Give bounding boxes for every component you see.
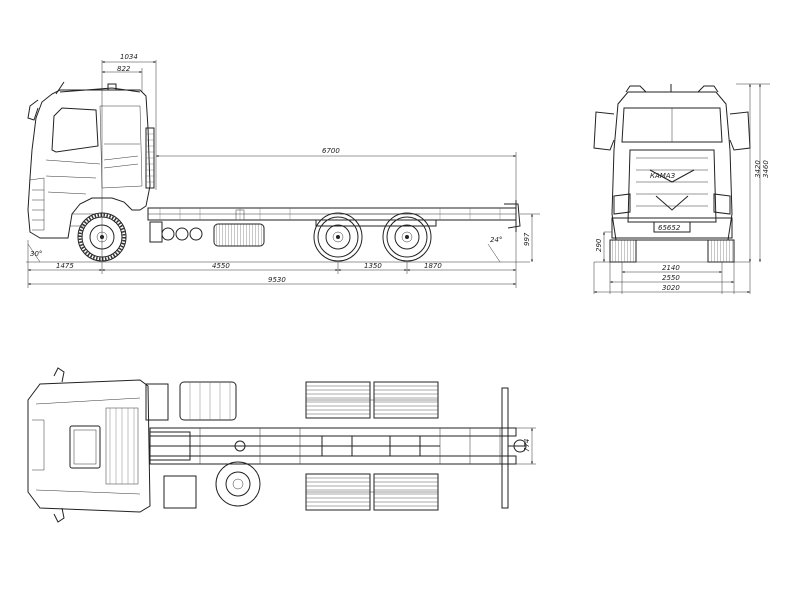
dim-6700: 6700 [322, 147, 340, 155]
dim-822: 822 [117, 65, 131, 73]
rear-tyres-top [305, 381, 439, 511]
dim-3020: 3020 [662, 284, 680, 292]
cab-top [27, 367, 151, 523]
dim-approach-angle: 30° [30, 250, 42, 258]
dim-997: 997 [523, 232, 531, 246]
dim-1475: 1475 [56, 262, 74, 270]
dim-774: 774 [523, 439, 531, 452]
dim-1350: 1350 [364, 262, 382, 270]
frame-top [145, 381, 527, 509]
dim-4550: 4550 [212, 262, 230, 270]
rear-wheel-2-side [382, 212, 432, 262]
dim-290: 290 [595, 238, 603, 252]
rear-wheel-1-side [313, 212, 363, 262]
cab-side [27, 81, 155, 239]
side-dimensions: 1034 822 6700 997 30° 24° [27, 53, 540, 288]
top-dimensions: 774 [516, 427, 536, 465]
dim-9530: 9530 [268, 276, 286, 284]
dim-2140: 2140 [662, 264, 680, 272]
dim-departure-angle: 24° [490, 236, 502, 244]
dim-1870: 1870 [424, 262, 442, 270]
dim-1034: 1034 [120, 53, 138, 61]
grille-brand: КАМАЗ [650, 172, 676, 180]
dim-3460: 3460 [762, 160, 770, 178]
front-view: КАМАЗ 65652 3420 3460 290 2 [593, 83, 770, 294]
front-left-wheel [609, 239, 637, 263]
dim-3420: 3420 [754, 160, 762, 178]
dim-2550: 2550 [662, 274, 680, 282]
front-right-wheel [707, 239, 735, 263]
frame-side [147, 200, 521, 247]
side-view: 1034 822 6700 997 30° 24° [26, 53, 540, 288]
front-dimensions: 3420 3460 290 2140 2550 3020 [593, 83, 770, 294]
top-view: 774 [27, 367, 536, 523]
plate-text: 65652 [658, 224, 681, 232]
